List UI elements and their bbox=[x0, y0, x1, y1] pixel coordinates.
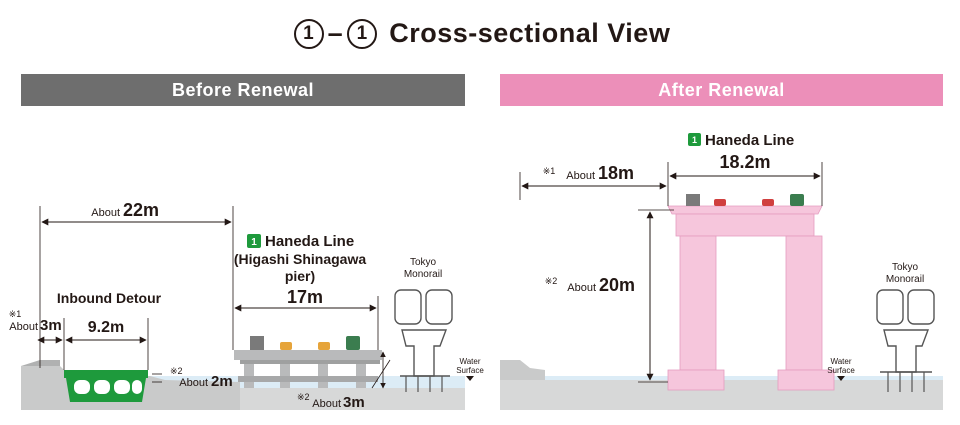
route-number: 1 bbox=[692, 135, 697, 145]
inbound-detour-label: Inbound Detour bbox=[57, 290, 162, 306]
new-footing-left bbox=[667, 369, 725, 391]
water-surface-label-line1: Water bbox=[459, 357, 480, 366]
title-text: Cross-sectional View bbox=[389, 18, 671, 48]
detour-height-prefix: About bbox=[9, 321, 38, 333]
haneda-sub-label-2: pier) bbox=[285, 268, 315, 284]
width-total-value: 22m bbox=[123, 200, 159, 220]
haneda-line-label: Haneda Line bbox=[265, 233, 354, 250]
car-icon bbox=[762, 199, 774, 206]
new-footing-right bbox=[777, 369, 835, 391]
before-panel: Tokyo Monorail Water Surface About 22m 1… bbox=[9, 200, 485, 411]
monorail-car bbox=[394, 289, 422, 325]
inbound-detour-structure bbox=[64, 370, 148, 402]
note2-mark-a: ※2 bbox=[170, 366, 183, 376]
height-prefix: About bbox=[567, 282, 596, 294]
haneda-sub-label-1: (Higashi Shinagawa bbox=[234, 251, 366, 267]
monorail-label-line2: Monorail bbox=[886, 274, 924, 285]
height-value: 20m bbox=[599, 275, 635, 295]
embankment bbox=[21, 360, 60, 366]
section-marker: 1 bbox=[347, 19, 378, 49]
bus-icon bbox=[346, 336, 360, 350]
detour-deck bbox=[64, 370, 148, 378]
depth-value: 3m bbox=[343, 394, 365, 411]
before-renewal-banner: Before Renewal bbox=[21, 74, 465, 106]
truck-icon bbox=[686, 194, 700, 206]
new-column-right bbox=[785, 235, 823, 371]
car-icon bbox=[280, 342, 292, 350]
detour-cell bbox=[132, 380, 142, 394]
water-surface-label-line2: Surface bbox=[827, 366, 855, 375]
new-column-left bbox=[679, 235, 717, 371]
new-crossbeam bbox=[675, 213, 815, 237]
route-shield-icon bbox=[688, 133, 701, 146]
depth-prefix: About bbox=[312, 398, 341, 410]
seabed bbox=[240, 388, 465, 410]
new-pier-structure bbox=[667, 194, 835, 391]
route-number: 1 bbox=[251, 237, 257, 248]
truck-icon bbox=[250, 336, 264, 350]
ground bbox=[500, 360, 545, 380]
water-level-marker bbox=[837, 376, 845, 381]
water-surface-label-line1: Water bbox=[830, 357, 851, 366]
monorail-car bbox=[876, 289, 904, 325]
after-panel: Tokyo Monorail Water Surface 1 Haneda Li… bbox=[500, 132, 943, 410]
note2-mark: ※2 bbox=[545, 276, 558, 286]
old-deck bbox=[234, 350, 382, 360]
detour-height-value: 3m bbox=[40, 317, 62, 334]
old-haneda-structure bbox=[234, 336, 382, 388]
monorail-structure bbox=[394, 289, 453, 392]
detour-cell bbox=[74, 380, 90, 394]
car-icon bbox=[714, 199, 726, 206]
monorail-label-line2: Monorail bbox=[404, 269, 442, 280]
clearance-prefix: About bbox=[179, 377, 208, 389]
car-icon bbox=[318, 342, 330, 350]
clearance-value: 2m bbox=[211, 373, 233, 390]
monorail-label-line1: Tokyo bbox=[892, 262, 919, 273]
section-marker: 1 bbox=[293, 19, 324, 49]
page-title: 1–1 Cross-sectional View bbox=[0, 18, 960, 49]
haneda-width-value: 18.2m bbox=[719, 152, 770, 172]
water-level-marker bbox=[466, 376, 474, 381]
old-girder bbox=[240, 360, 380, 364]
detour-cell bbox=[94, 380, 110, 394]
bus-icon bbox=[790, 194, 804, 206]
monorail-pier bbox=[401, 329, 448, 377]
detour-cell bbox=[114, 380, 130, 394]
note1-mark: ※1 bbox=[9, 309, 22, 319]
note1-mark: ※1 bbox=[543, 166, 556, 176]
monorail-car bbox=[907, 289, 935, 325]
haneda-width-value: 17m bbox=[287, 287, 323, 307]
water-surface-label-line2: Surface bbox=[456, 366, 484, 375]
title-dash: – bbox=[327, 18, 344, 48]
offset-prefix: About bbox=[566, 170, 595, 182]
width-total-prefix: About bbox=[91, 207, 120, 219]
monorail-structure bbox=[876, 289, 935, 392]
route-shield-icon bbox=[247, 234, 261, 248]
after-renewal-banner: After Renewal bbox=[500, 74, 943, 106]
old-beam bbox=[238, 376, 378, 382]
leader-line bbox=[371, 359, 391, 389]
monorail-pier bbox=[883, 329, 930, 373]
haneda-line-label: Haneda Line bbox=[705, 132, 794, 149]
monorail-car bbox=[425, 289, 453, 325]
offset-value: 18m bbox=[598, 163, 634, 183]
new-deck bbox=[667, 205, 823, 215]
note2-mark-b: ※2 bbox=[297, 392, 310, 402]
monorail-label-line1: Tokyo bbox=[410, 257, 437, 268]
detour-width-value: 9.2m bbox=[88, 319, 124, 336]
